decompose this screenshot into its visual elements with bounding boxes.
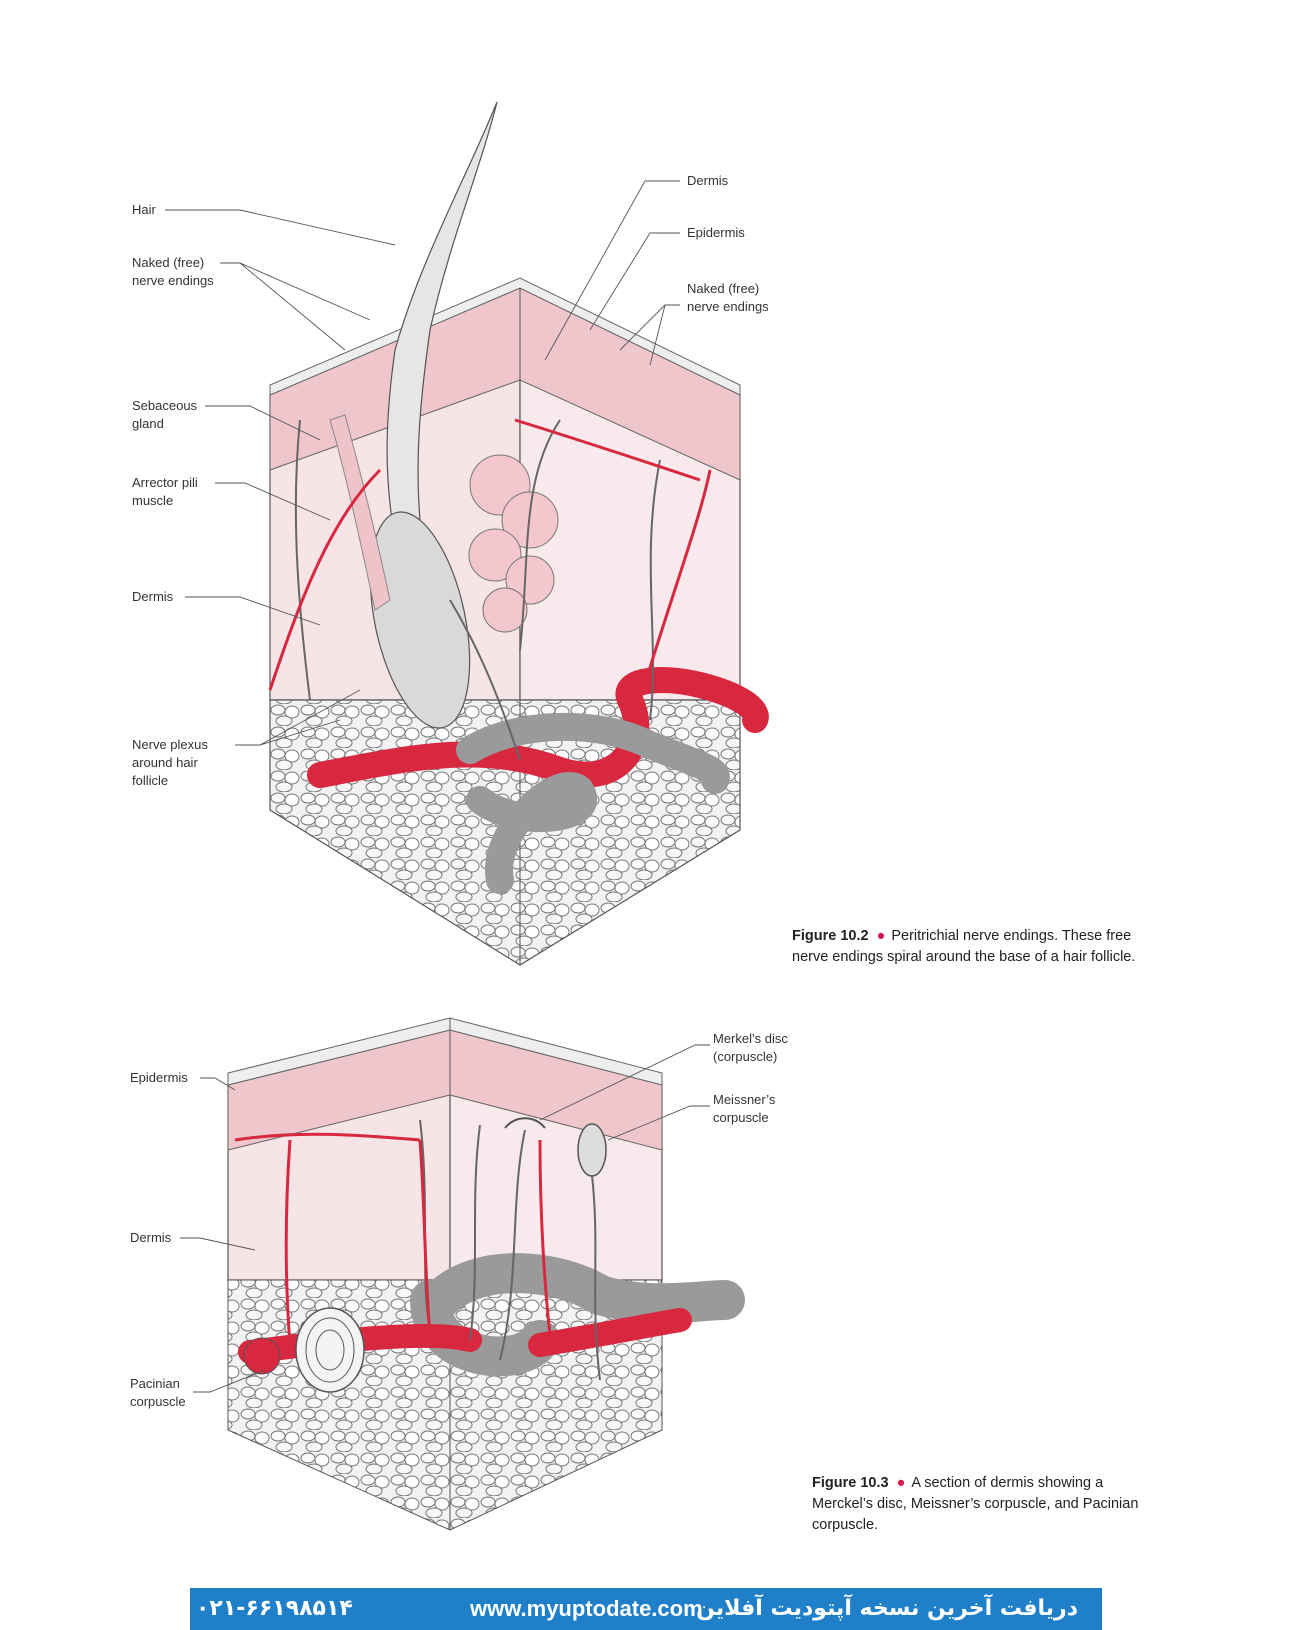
label-dermis-right: Dermis xyxy=(687,173,729,188)
vein-figure-10-2 xyxy=(456,712,730,894)
caption-bullet-2: ● xyxy=(896,1475,906,1491)
label-nerve-plexus: Nerve plexus around hair follicle xyxy=(132,737,208,788)
label-epidermis-right: Epidermis xyxy=(687,225,745,240)
label-pacinian-corpuscle: Pacinian corpuscle xyxy=(130,1376,186,1409)
arrector-pili-muscle xyxy=(329,414,391,611)
caption-text: Peritrichial nerve endings. These free n… xyxy=(792,928,1136,965)
caption-bullet: ● xyxy=(876,928,886,944)
label-meissner-corpuscle: Meissner’s corpuscle xyxy=(713,1092,776,1125)
leader-lines-figure-10-3 xyxy=(180,1044,710,1393)
caption-text-2: A section of dermis showing a Merckel’s … xyxy=(812,1475,1139,1533)
meissner-corpuscle xyxy=(577,1123,607,1177)
caption-figure-10-2: Figure 10.2 ●Peritrichial nerve endings. … xyxy=(792,926,1152,968)
banner-phone: ۰۲۱-۶۶۱۹۸۵۱۴ xyxy=(196,1596,353,1621)
label-merkel-disc: Merkel’s disc (corpuscle) xyxy=(713,1031,788,1064)
artery-figure-10-3 xyxy=(238,1308,692,1364)
banner-persian-text: دریافت آخرین نسخه آپتودیت آفلاین xyxy=(696,1596,1078,1621)
label-naked-free-nerve-endings-left: Naked (free) nerve endings xyxy=(132,255,214,288)
arterioles-figure-10-3 xyxy=(234,1132,552,1346)
label-epidermis: Epidermis xyxy=(130,1070,188,1085)
hair-follicle xyxy=(369,511,471,729)
merkel-disc xyxy=(504,1117,546,1129)
label-dermis-left: Dermis xyxy=(132,589,174,604)
label-sebaceous-gland: Sebaceous gland xyxy=(132,398,198,431)
banner-website-link[interactable]: www.myuptodate.com xyxy=(470,1596,703,1621)
label-arrector-pili-muscle: Arrector pili muscle xyxy=(132,475,198,508)
label-naked-free-nerve-endings-right: Naked (free) nerve endings xyxy=(687,281,769,314)
arterioles-figure-10-2 xyxy=(268,418,712,701)
label-hair: Hair xyxy=(132,202,156,217)
leader-lines-figure-10-2 xyxy=(165,180,680,746)
label-dermis: Dermis xyxy=(130,1230,172,1245)
caption-figure-number: Figure 10.2 xyxy=(792,928,869,944)
pacinian-corpuscle xyxy=(243,1307,365,1393)
footer-banner: ۰۲۱-۶۶۱۹۸۵۱۴ www.myuptodate.com دریافت آ… xyxy=(190,1588,1102,1630)
caption-figure-number-2: Figure 10.3 xyxy=(812,1475,889,1491)
nerve-fibers-figure-10-2 xyxy=(294,419,661,761)
sebaceous-gland xyxy=(468,454,559,633)
caption-figure-10-3: Figure 10.3 ●A section of dermis showing … xyxy=(812,1473,1142,1536)
